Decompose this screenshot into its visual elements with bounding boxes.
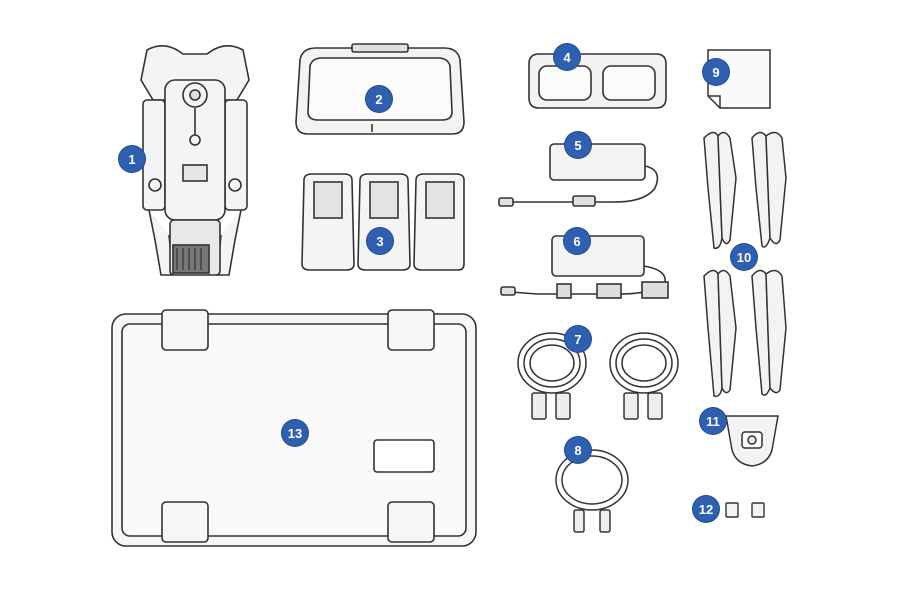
callout-1-badge: 1: [119, 146, 145, 172]
callout-2-badge: 2: [366, 86, 392, 112]
gimbal-protector-illustration: [725, 415, 779, 467]
callout-5-badge: 5: [565, 132, 591, 158]
batteries-illustration: [301, 173, 465, 271]
callout-7-badge: 7: [565, 326, 591, 352]
callout-3-badge: 3: [367, 228, 393, 254]
callout-11-badge: 11: [700, 408, 726, 434]
usb-c-cable-illustration: [555, 449, 629, 533]
callout-13-badge: 13: [282, 420, 308, 446]
propellers-illustration: [703, 131, 787, 398]
aircraft-illustration: [140, 45, 250, 276]
coiled-cables-illustration: [517, 332, 679, 420]
callout-12-badge: 12: [693, 496, 719, 522]
callout-6-badge: 6: [564, 228, 590, 254]
callout-8-badge: 8: [565, 437, 591, 463]
charging-hub-illustration: [528, 53, 667, 109]
callout-4-badge: 4: [554, 44, 580, 70]
callout-10-badge: 10: [731, 244, 757, 270]
callout-9-badge: 9: [703, 59, 729, 85]
memory-cards-illustration: [725, 502, 765, 518]
